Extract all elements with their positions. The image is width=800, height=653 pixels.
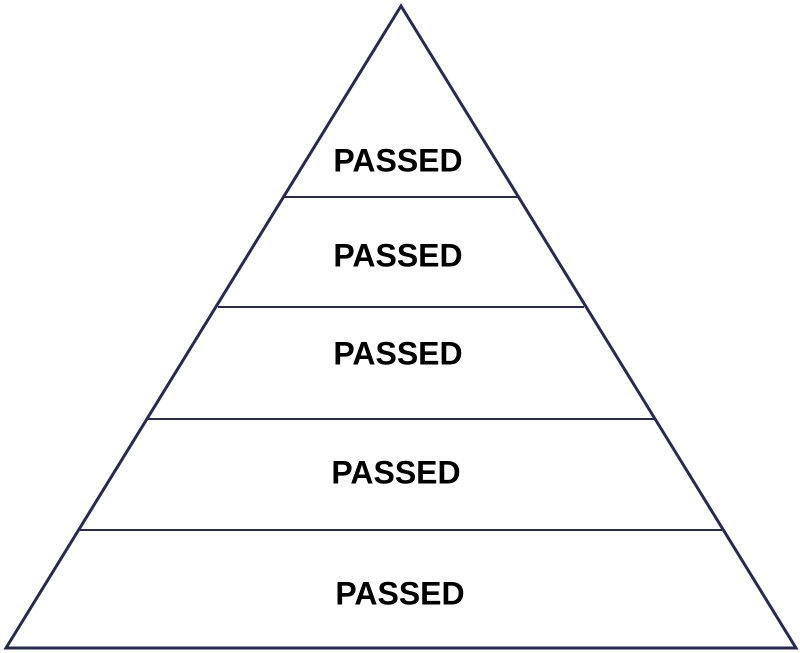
- level-2-label: PASSED: [333, 237, 462, 273]
- level-5-label: PASSED: [335, 575, 464, 611]
- pyramid-outline: [3, 3, 799, 650]
- level-1-label: PASSED: [333, 142, 462, 178]
- level-4-label: PASSED: [331, 454, 460, 490]
- level-3-label: PASSED: [333, 335, 462, 371]
